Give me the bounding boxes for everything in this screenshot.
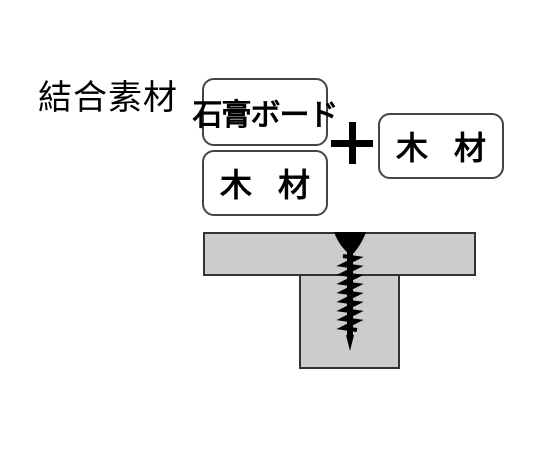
material-box-gypsum-board: 石膏ボード xyxy=(193,78,339,146)
screw-icon xyxy=(334,232,366,351)
screw-thread xyxy=(336,254,364,332)
material-box-wood-right: 木材 xyxy=(378,113,504,179)
screw-head xyxy=(334,232,366,256)
material-box-wood-left: 木材 xyxy=(202,150,328,216)
material-label-wood-right: 木材 xyxy=(396,129,513,167)
plus-vertical-bar xyxy=(349,122,356,164)
material-label-gypsum-board: 石膏ボード xyxy=(192,98,339,133)
screw-tip xyxy=(346,335,354,351)
title: 結合素材 xyxy=(38,78,178,118)
material-label-wood-left: 木材 xyxy=(220,166,337,204)
plus-sign xyxy=(331,122,373,164)
